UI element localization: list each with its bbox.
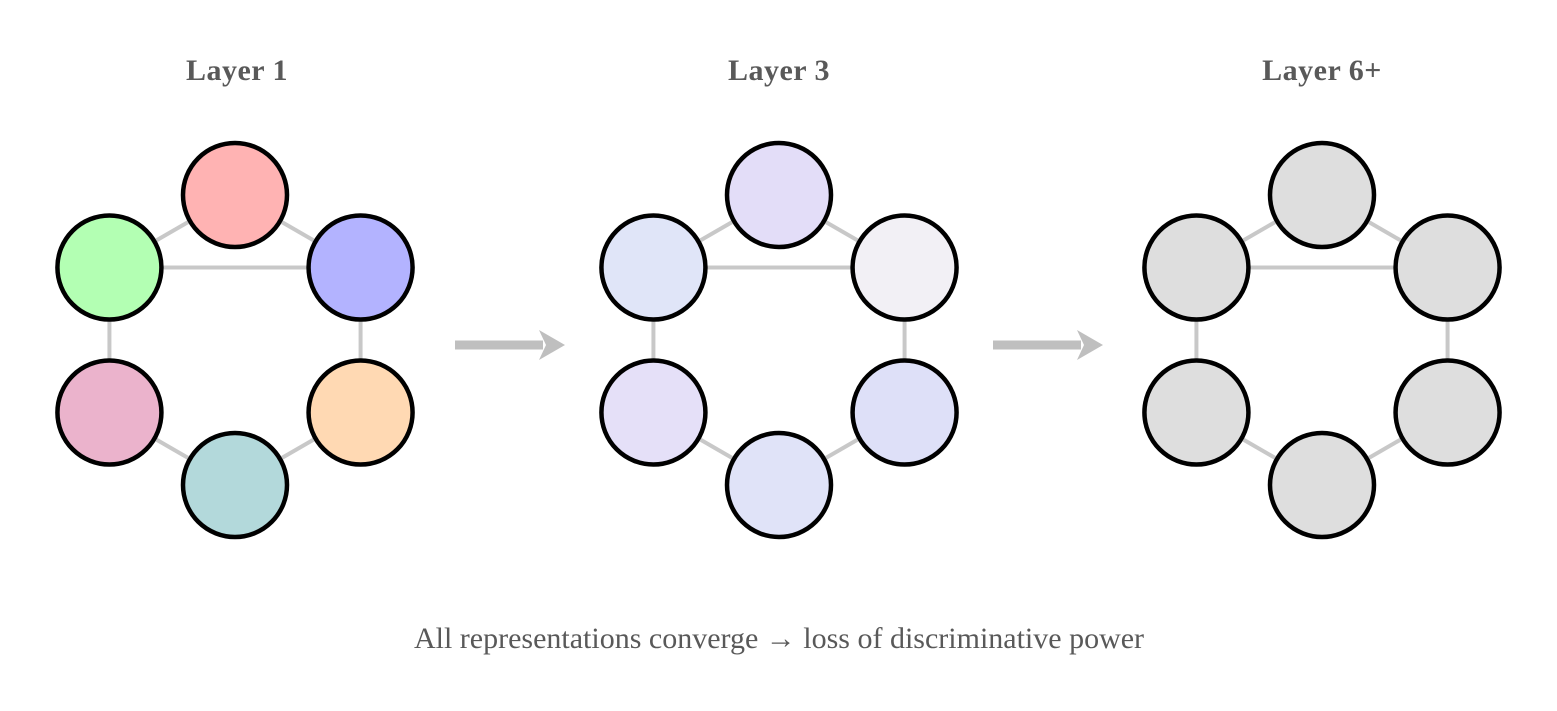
graph-edge xyxy=(152,436,192,462)
graph-node-node-upper-right[interactable] xyxy=(850,213,959,322)
graph-edge xyxy=(278,218,318,244)
arrow-layer1-to-layer3 xyxy=(455,330,565,360)
graph-node-node-lower-right[interactable] xyxy=(306,358,415,467)
graph-node-node-upper-left[interactable] xyxy=(55,213,164,322)
graph-edge xyxy=(278,436,318,462)
graph-node-node-lower-left[interactable] xyxy=(599,358,708,467)
graph-node-node-upper-left[interactable] xyxy=(599,213,708,322)
panel-title-layer-6-plus: Layer 6+ xyxy=(1262,54,1382,87)
graph-node-node-top[interactable] xyxy=(180,140,290,250)
graph-panel-layer-3: Layer 3 xyxy=(599,54,959,540)
graph-node-node-upper-right[interactable] xyxy=(306,213,415,322)
graph-node-node-upper-right[interactable] xyxy=(1393,213,1502,322)
graph-node-node-lower-right[interactable] xyxy=(850,358,959,467)
graph-node-node-lower-left[interactable] xyxy=(55,358,164,467)
graph-nodes xyxy=(599,140,959,540)
arrow-head-icon xyxy=(1077,330,1103,360)
graph-edges xyxy=(651,218,907,462)
graph-node-node-upper-left[interactable] xyxy=(1142,213,1251,322)
graph-node-node-bottom[interactable] xyxy=(1267,430,1377,540)
graph-node-node-bottom[interactable] xyxy=(724,430,834,540)
graph-edge xyxy=(696,436,736,462)
graph-edge xyxy=(822,436,862,462)
panel-title-layer-1: Layer 1 xyxy=(186,54,288,87)
figure-caption: All representations converge → loss of d… xyxy=(414,622,1144,655)
graph-edge xyxy=(822,218,862,244)
graph-edge xyxy=(1365,436,1405,462)
graph-edge xyxy=(152,218,192,244)
graph-edge xyxy=(696,218,736,244)
graph-edge xyxy=(1239,436,1279,462)
panel-title-layer-3: Layer 3 xyxy=(728,54,830,87)
graph-panel-layer-6-plus: Layer 6+ xyxy=(1142,54,1502,540)
graph-edges xyxy=(107,218,363,462)
graph-nodes xyxy=(1142,140,1502,540)
graph-node-node-bottom[interactable] xyxy=(180,430,290,540)
graph-node-node-lower-left[interactable] xyxy=(1142,358,1251,467)
graph-node-node-lower-right[interactable] xyxy=(1393,358,1502,467)
graph-nodes xyxy=(55,140,415,540)
graph-panel-layer-1: Layer 1 xyxy=(55,54,415,540)
graph-node-node-top[interactable] xyxy=(1267,140,1377,250)
flow-arrows xyxy=(455,330,1103,360)
arrow-layer3-to-layer6 xyxy=(993,330,1103,360)
graph-node-node-top[interactable] xyxy=(724,140,834,250)
graph-edge xyxy=(1365,218,1405,244)
graph-panels: Layer 1 Layer 3 Layer 6+ xyxy=(55,54,1502,540)
graph-edge xyxy=(1239,218,1279,244)
arrow-head-icon xyxy=(539,330,565,360)
graph-edges xyxy=(1194,218,1450,462)
